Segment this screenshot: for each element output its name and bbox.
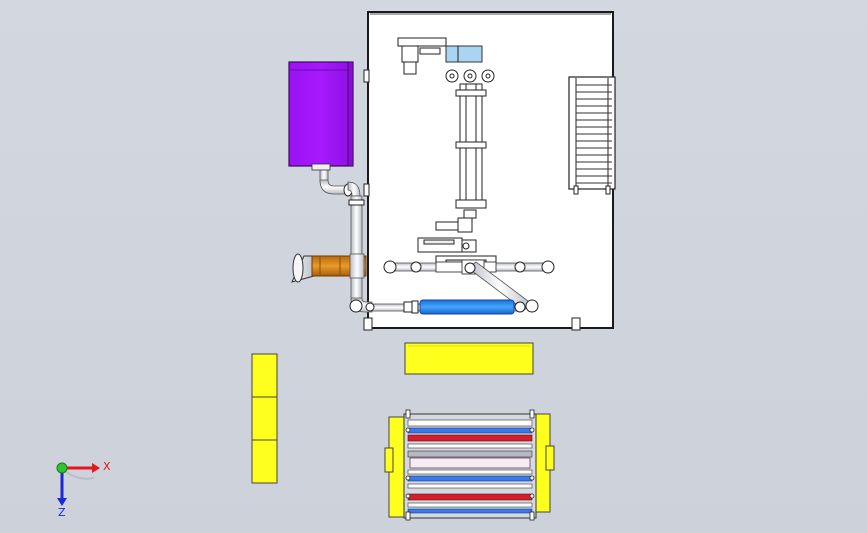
coordinate-triad: X Z <box>56 460 111 518</box>
left-pipe-assembly[interactable] <box>319 165 375 313</box>
purple-cabinet[interactable] <box>288 61 354 171</box>
vertical-conveyor[interactable] <box>455 83 487 219</box>
z-axis-label: Z <box>58 506 66 518</box>
yellow-stack-left[interactable] <box>251 353 278 484</box>
yellow-block-top[interactable] <box>404 342 534 375</box>
y-axis-dot <box>56 462 68 474</box>
diagonal-pipe[interactable] <box>464 261 539 313</box>
x-axis-label: X <box>103 460 111 473</box>
orange-duct[interactable] <box>291 253 367 283</box>
blue-pipe[interactable] <box>369 299 526 315</box>
z-axis-arrowhead <box>57 498 67 506</box>
light-blue-box[interactable] <box>445 45 483 63</box>
rack-unit[interactable] <box>384 409 555 521</box>
top-equipment[interactable] <box>397 37 495 83</box>
x-axis-arrowhead <box>92 463 100 473</box>
staircase[interactable] <box>568 76 616 195</box>
